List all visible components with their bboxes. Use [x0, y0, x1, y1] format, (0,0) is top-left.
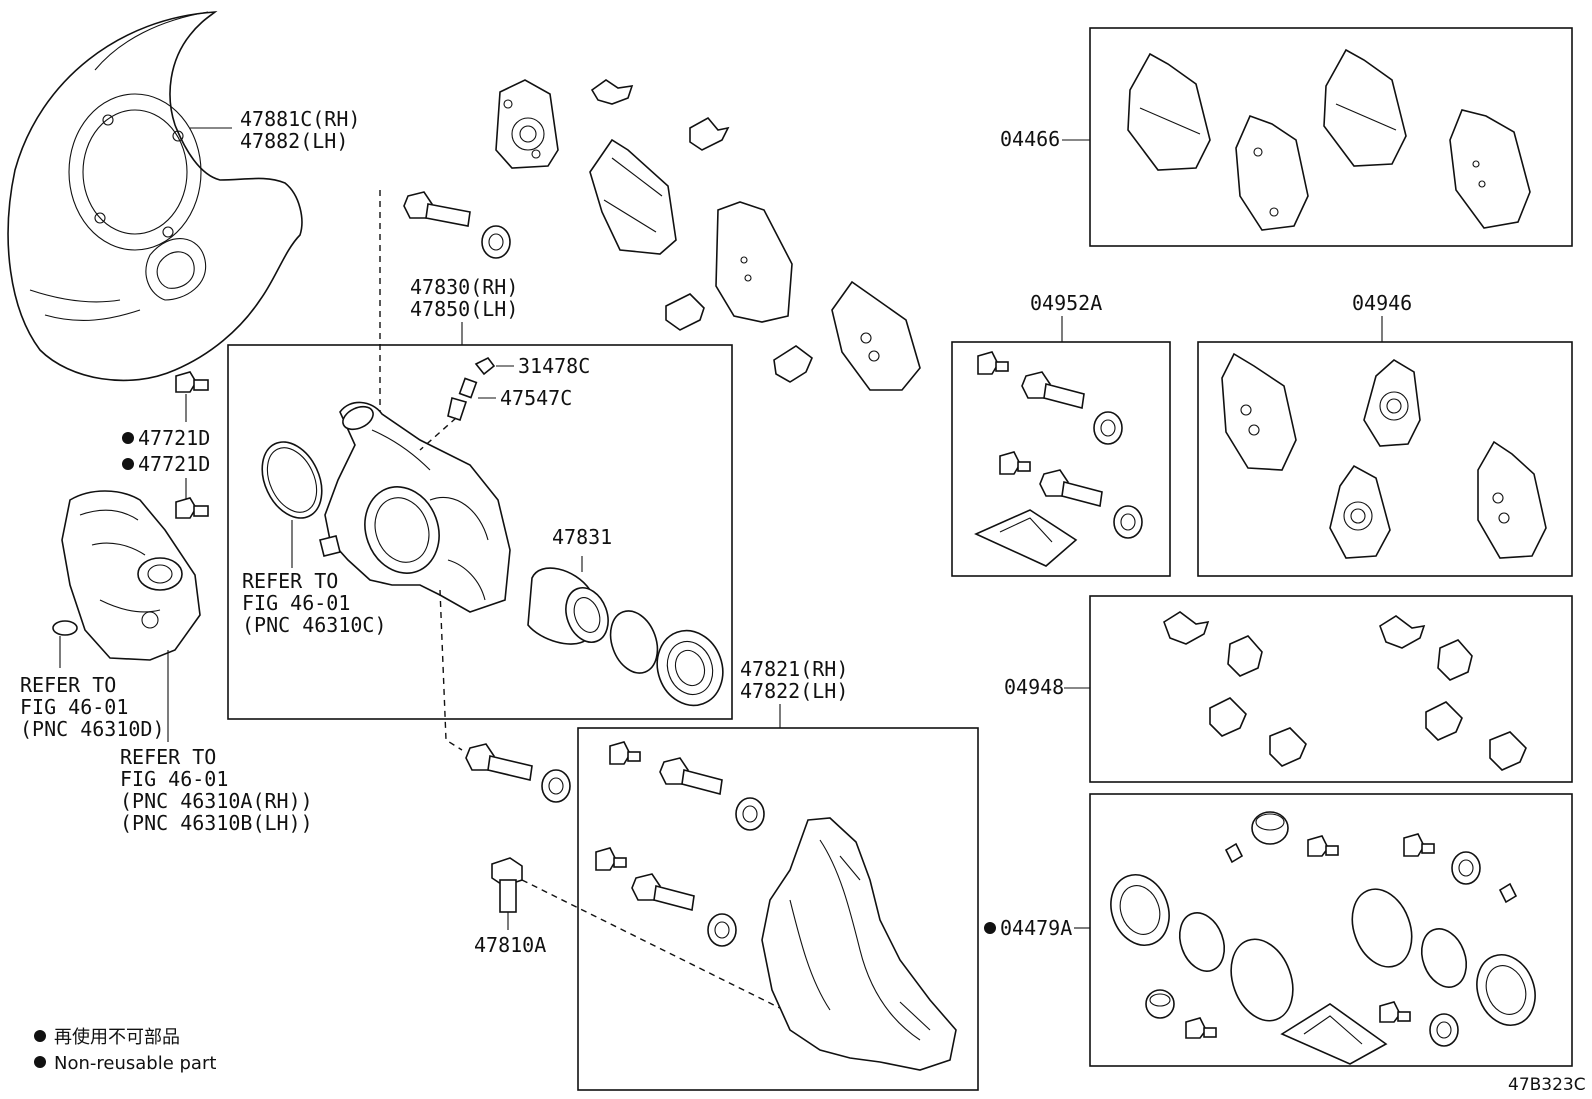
legend-bullet-cn	[34, 1030, 46, 1042]
label-47821-rh: 47821(RH)	[740, 657, 848, 681]
ref-ring-line-3: (PNC 46310C)	[242, 613, 387, 637]
caliper-assembly-box	[227, 344, 733, 720]
label-47547c: 47547C	[500, 386, 572, 410]
seal-kit-parts	[1110, 811, 1536, 1065]
dashed-guide-top-pin	[379, 190, 396, 439]
ref-motor-plug-line-3: (PNC 46310D)	[20, 717, 165, 741]
pin-kit-box	[951, 341, 1171, 577]
non-reusable-marker-seal-kit	[984, 922, 996, 934]
shim-kit-parts	[1221, 352, 1547, 559]
caliper-body-illustration	[319, 401, 511, 613]
bracket-pin-set-upper	[609, 741, 765, 831]
caliper-bracket-illustration	[761, 817, 957, 1071]
label-47850-lh: 47850(LH)	[410, 297, 518, 321]
label-04952a: 04952A	[1030, 291, 1102, 315]
ref-ring-line-2: FIG 46-01	[242, 591, 350, 615]
label-04946: 04946	[1352, 291, 1412, 315]
seal-kit-box	[1089, 793, 1573, 1067]
pad-kit-box	[1089, 27, 1573, 247]
slide-pin-lower-outside	[465, 743, 571, 803]
bolt-47721d-bottom	[175, 497, 209, 519]
pin-kit-parts	[974, 351, 1143, 567]
legend-non-reusable-cn: 再使用不可部品	[54, 1027, 180, 1048]
pad-kit-pads	[1127, 48, 1531, 231]
brake-pad-inner-top	[589, 138, 677, 255]
piston-boot	[656, 629, 724, 707]
shim-kit-box	[1197, 341, 1573, 577]
label-47882-lh: 47882(LH)	[240, 129, 348, 153]
ref-motor-line-4: (PNC 46310B(LH))	[120, 811, 313, 835]
anti-squeal-clip-top-1	[590, 79, 634, 105]
ref-motor-line-1: REFER TO	[120, 745, 216, 769]
dashed-guide-bottom-pin	[439, 589, 463, 751]
label-47881c-rh: 47881C(RH)	[240, 107, 360, 131]
brake-pad-outer-top	[715, 201, 793, 323]
piston-47831	[527, 567, 609, 645]
clip-kit-clips	[1163, 611, 1527, 771]
bracket-bolt-47810a	[491, 857, 523, 913]
non-reusable-marker-bolt-b	[122, 458, 134, 470]
ref-motor-line-2: FIG 46-01	[120, 767, 228, 791]
caliper-ring-seal	[261, 441, 323, 519]
bracket-assembly-box	[577, 727, 979, 1091]
dashed-guide-bleeder	[419, 417, 457, 451]
bleeder-plug-47547c	[447, 377, 478, 422]
label-31478c: 31478C	[518, 354, 590, 378]
label-47721d-b: 47721D	[138, 452, 210, 476]
label-47721d-a: 47721D	[138, 426, 210, 450]
anti-squeal-clip-top-3	[665, 293, 705, 331]
dashed-guide-bracket-bolt	[521, 879, 801, 1019]
label-04466: 04466	[1000, 127, 1060, 151]
piston-ring-seal	[609, 610, 659, 674]
anti-squeal-clip-top-4	[773, 345, 813, 383]
label-47810a: 47810A	[474, 933, 546, 957]
clip-kit-box	[1089, 595, 1573, 783]
label-47831: 47831	[552, 525, 612, 549]
legend-non-reusable-en: Non-reusable part	[54, 1053, 216, 1074]
non-reusable-marker-bolt-a	[122, 432, 134, 444]
brake-pad-shim-top	[495, 79, 559, 169]
ref-motor-plug-line-2: FIG 46-01	[20, 695, 128, 719]
diagram-code: 47B323C	[1508, 1075, 1586, 1095]
bracket-pin-set-lower	[595, 847, 737, 947]
parking-brake-motor-illustration	[52, 490, 201, 661]
ref-motor-line-3: (PNC 46310A(RH))	[120, 789, 313, 813]
bleeder-cap-31478c	[474, 356, 496, 376]
dust-cover-illustration	[7, 11, 303, 382]
label-47830-rh: 47830(RH)	[410, 275, 518, 299]
legend-bullet-en	[34, 1056, 46, 1068]
label-04948: 04948	[1004, 675, 1064, 699]
brake-pad-shim-right	[831, 280, 921, 391]
bolt-47721d-top	[175, 371, 209, 393]
anti-squeal-clip-top-2	[689, 116, 730, 151]
ref-ring-line-1: REFER TO	[242, 569, 338, 593]
label-04479a: 04479A	[1000, 916, 1072, 940]
ref-motor-plug-line-1: REFER TO	[20, 673, 116, 697]
label-47822-lh: 47822(LH)	[740, 679, 848, 703]
slide-pin-top	[403, 191, 511, 259]
